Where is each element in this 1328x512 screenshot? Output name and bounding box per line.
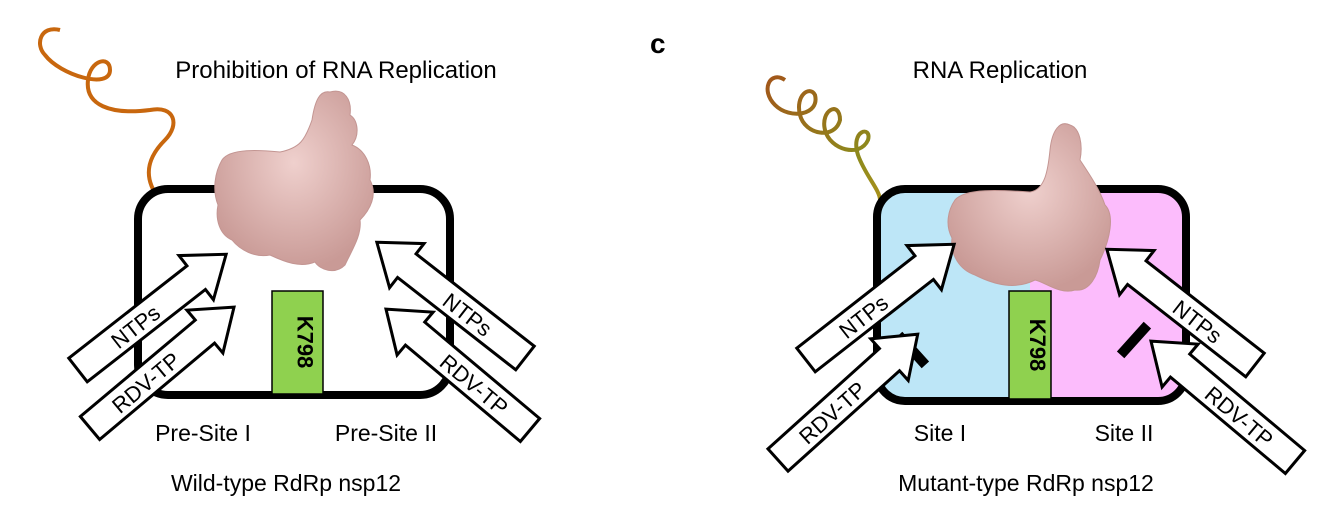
panel-letter: c xyxy=(650,28,666,59)
right-panel-caption: Mutant-type RdRp nsp12 xyxy=(898,470,1154,496)
right-panel-title: RNA Replication xyxy=(913,57,1088,84)
protein-surface-right xyxy=(947,123,1111,292)
right-panel: c RNA Replication K798 NTPs RDV-TP xyxy=(650,28,1315,496)
block-bar-site2 xyxy=(1116,321,1152,359)
left-panel-title: Prohibition of RNA Replication xyxy=(175,57,497,84)
site-label-site-2: Site II xyxy=(1095,420,1154,446)
site-label-pre-site-1: Pre-Site I xyxy=(155,420,251,446)
left-panel-caption: Wild-type RdRp nsp12 xyxy=(171,470,401,496)
site-label-pre-site-2: Pre-Site II xyxy=(335,420,437,446)
residue-label-left: K798 xyxy=(293,316,318,369)
site-label-site-1: Site I xyxy=(914,420,966,446)
residue-label-right: K798 xyxy=(1025,319,1050,372)
protein-surface-left xyxy=(214,90,374,272)
residue-k798-right xyxy=(1008,290,1052,400)
residue-k798-left xyxy=(271,290,324,395)
left-panel: Prohibition of RNA Replication K798 NTPs… xyxy=(38,27,550,496)
